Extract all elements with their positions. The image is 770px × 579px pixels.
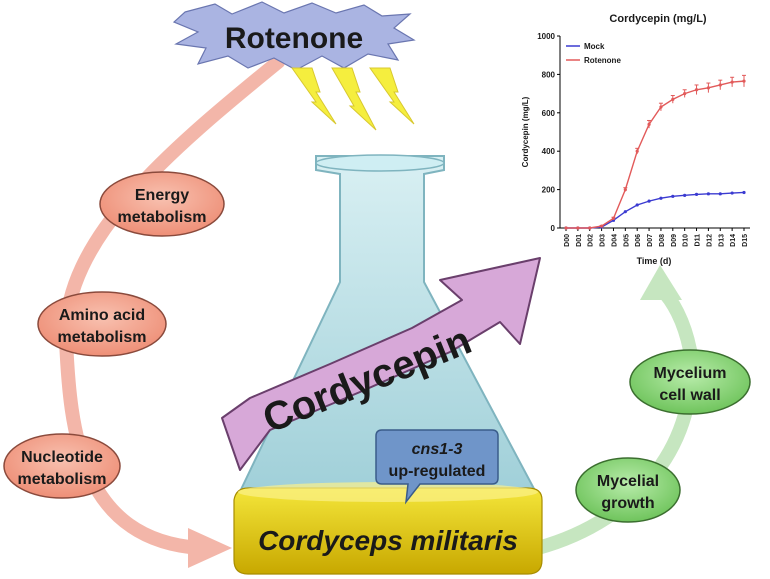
chart-data-point [600,224,604,228]
chart-data-point [588,226,592,230]
energy-metabolism-line2: metabolism [118,209,207,226]
amino-acid-metabolism-line1: Amino acid [59,307,145,324]
energy-metabolism-line1: Energy [135,187,189,204]
flask-rim [315,154,445,172]
chart-x-tick-label: D08 [659,234,666,247]
chart-x-tick-label: D06 [635,234,642,247]
mycelial-growth-line1: Mycelial [597,473,659,490]
chart-xlabel: Time (d) [637,256,672,266]
nucleotide-metabolism-line2: metabolism [18,471,107,488]
mycelium-cell-wall-line2: cell wall [659,387,720,404]
chart-data-point [706,86,711,90]
chart-x-tick-label: D14 [730,234,737,247]
chart-y-tick-label: 800 [542,70,556,79]
chart-x-tick-label: D07 [647,234,654,247]
chart-x-tick-label: D00 [564,234,571,247]
metabolic-pathway-arrowhead [188,528,232,568]
mycelium-cell-wall-node: Mycelium cell wall [629,349,751,415]
chart-data-point [671,194,675,198]
chart-x-tick-label: D09 [671,234,678,247]
chart-x-tick-label: D02 [588,234,595,247]
chart-data-point [564,226,568,230]
mycelial-growth-line2: growth [601,495,654,512]
gene-name: cns1-3 [412,441,463,458]
chart-data-point [635,149,639,153]
cordycepin-arrow [221,257,541,471]
amino-acid-metabolism-line2: metabolism [58,329,147,346]
chart-data-point [706,192,711,196]
chart-x-tick-label: D13 [718,234,725,247]
nucleotide-metabolism-node: Nucleotide metabolism [3,433,121,499]
chart-title: Cordycepin (mg/L) [609,13,707,25]
energy-metabolism-node: Energy metabolism [99,171,225,237]
nucleotide-metabolism-line1: Nucleotide [21,449,103,466]
chart-data-point [659,105,663,109]
mycelium-cell-wall-line1: Mycelium [654,365,727,382]
organism-label: Cordyceps militaris [258,525,518,556]
rotenone-label: Rotenone [225,22,363,55]
chart-data-point [647,122,651,126]
mycelial-growth-node: Mycelial growth [575,457,681,523]
chart-y-tick-label: 1000 [537,32,555,41]
chart-series-line [566,191,745,229]
culture-medium-surface [238,482,538,502]
chart-data-point [718,83,722,87]
chart-x-tick-label: D10 [683,234,690,247]
chart-data-point [576,226,580,230]
chart-x-tick-label: D01 [576,234,583,247]
chart-data-point [683,92,687,96]
amino-acid-metabolism-node: Amino acid metabolism [37,291,167,357]
chart-ylabel: Cordycepin (mg/L) [521,96,530,167]
chart-data-point [623,210,627,214]
chart-data-point [694,192,699,196]
chart-x-tick-label: D04 [611,234,618,247]
chart-x-tick-label: D12 [706,234,713,247]
chart-data-point [694,88,699,92]
chart-data-point [730,191,734,195]
chart-series-line [566,80,745,229]
rotenone-starburst [172,1,416,71]
chart-data-point [730,80,734,84]
chart-y-tick-label: 200 [542,186,556,195]
chart-data-point [671,97,675,101]
chart-legend-label: Mock [584,42,605,51]
chart-y-tick-label: 0 [551,224,556,233]
lightning-bolt-icon [331,67,377,131]
chart-data-point [647,199,651,203]
chart-data-point [659,196,663,200]
chart-data-point [611,216,616,220]
chart-x-tick-label: D05 [623,234,630,247]
chart-data-point [623,188,627,192]
chart-data-point [635,203,639,207]
chart-x-tick-label: D11 [695,234,702,247]
chart-y-tick-label: 600 [542,109,556,118]
chart-data-point [718,192,722,196]
gene-status: up-regulated [389,463,486,480]
chart-x-tick-label: D15 [742,234,749,247]
chart-y-tick-label: 400 [542,147,556,156]
chart-data-point [683,193,687,197]
chart-data-point [742,190,746,195]
lightning-bolts [291,67,415,131]
chart-x-tick-label: D03 [600,234,607,247]
cordycepin-chart: Cordycepin (mg/L) Cordycepin (mg/L) Time… [521,13,750,266]
phenotype-pathway-arrowhead [640,265,682,300]
culture-medium [233,487,543,575]
gene-callout [375,429,499,505]
lightning-bolt-icon [291,67,337,125]
chart-legend-label: Rotenone [584,56,621,65]
lightning-bolt-icon [369,67,415,125]
chart-data-point [742,79,746,83]
